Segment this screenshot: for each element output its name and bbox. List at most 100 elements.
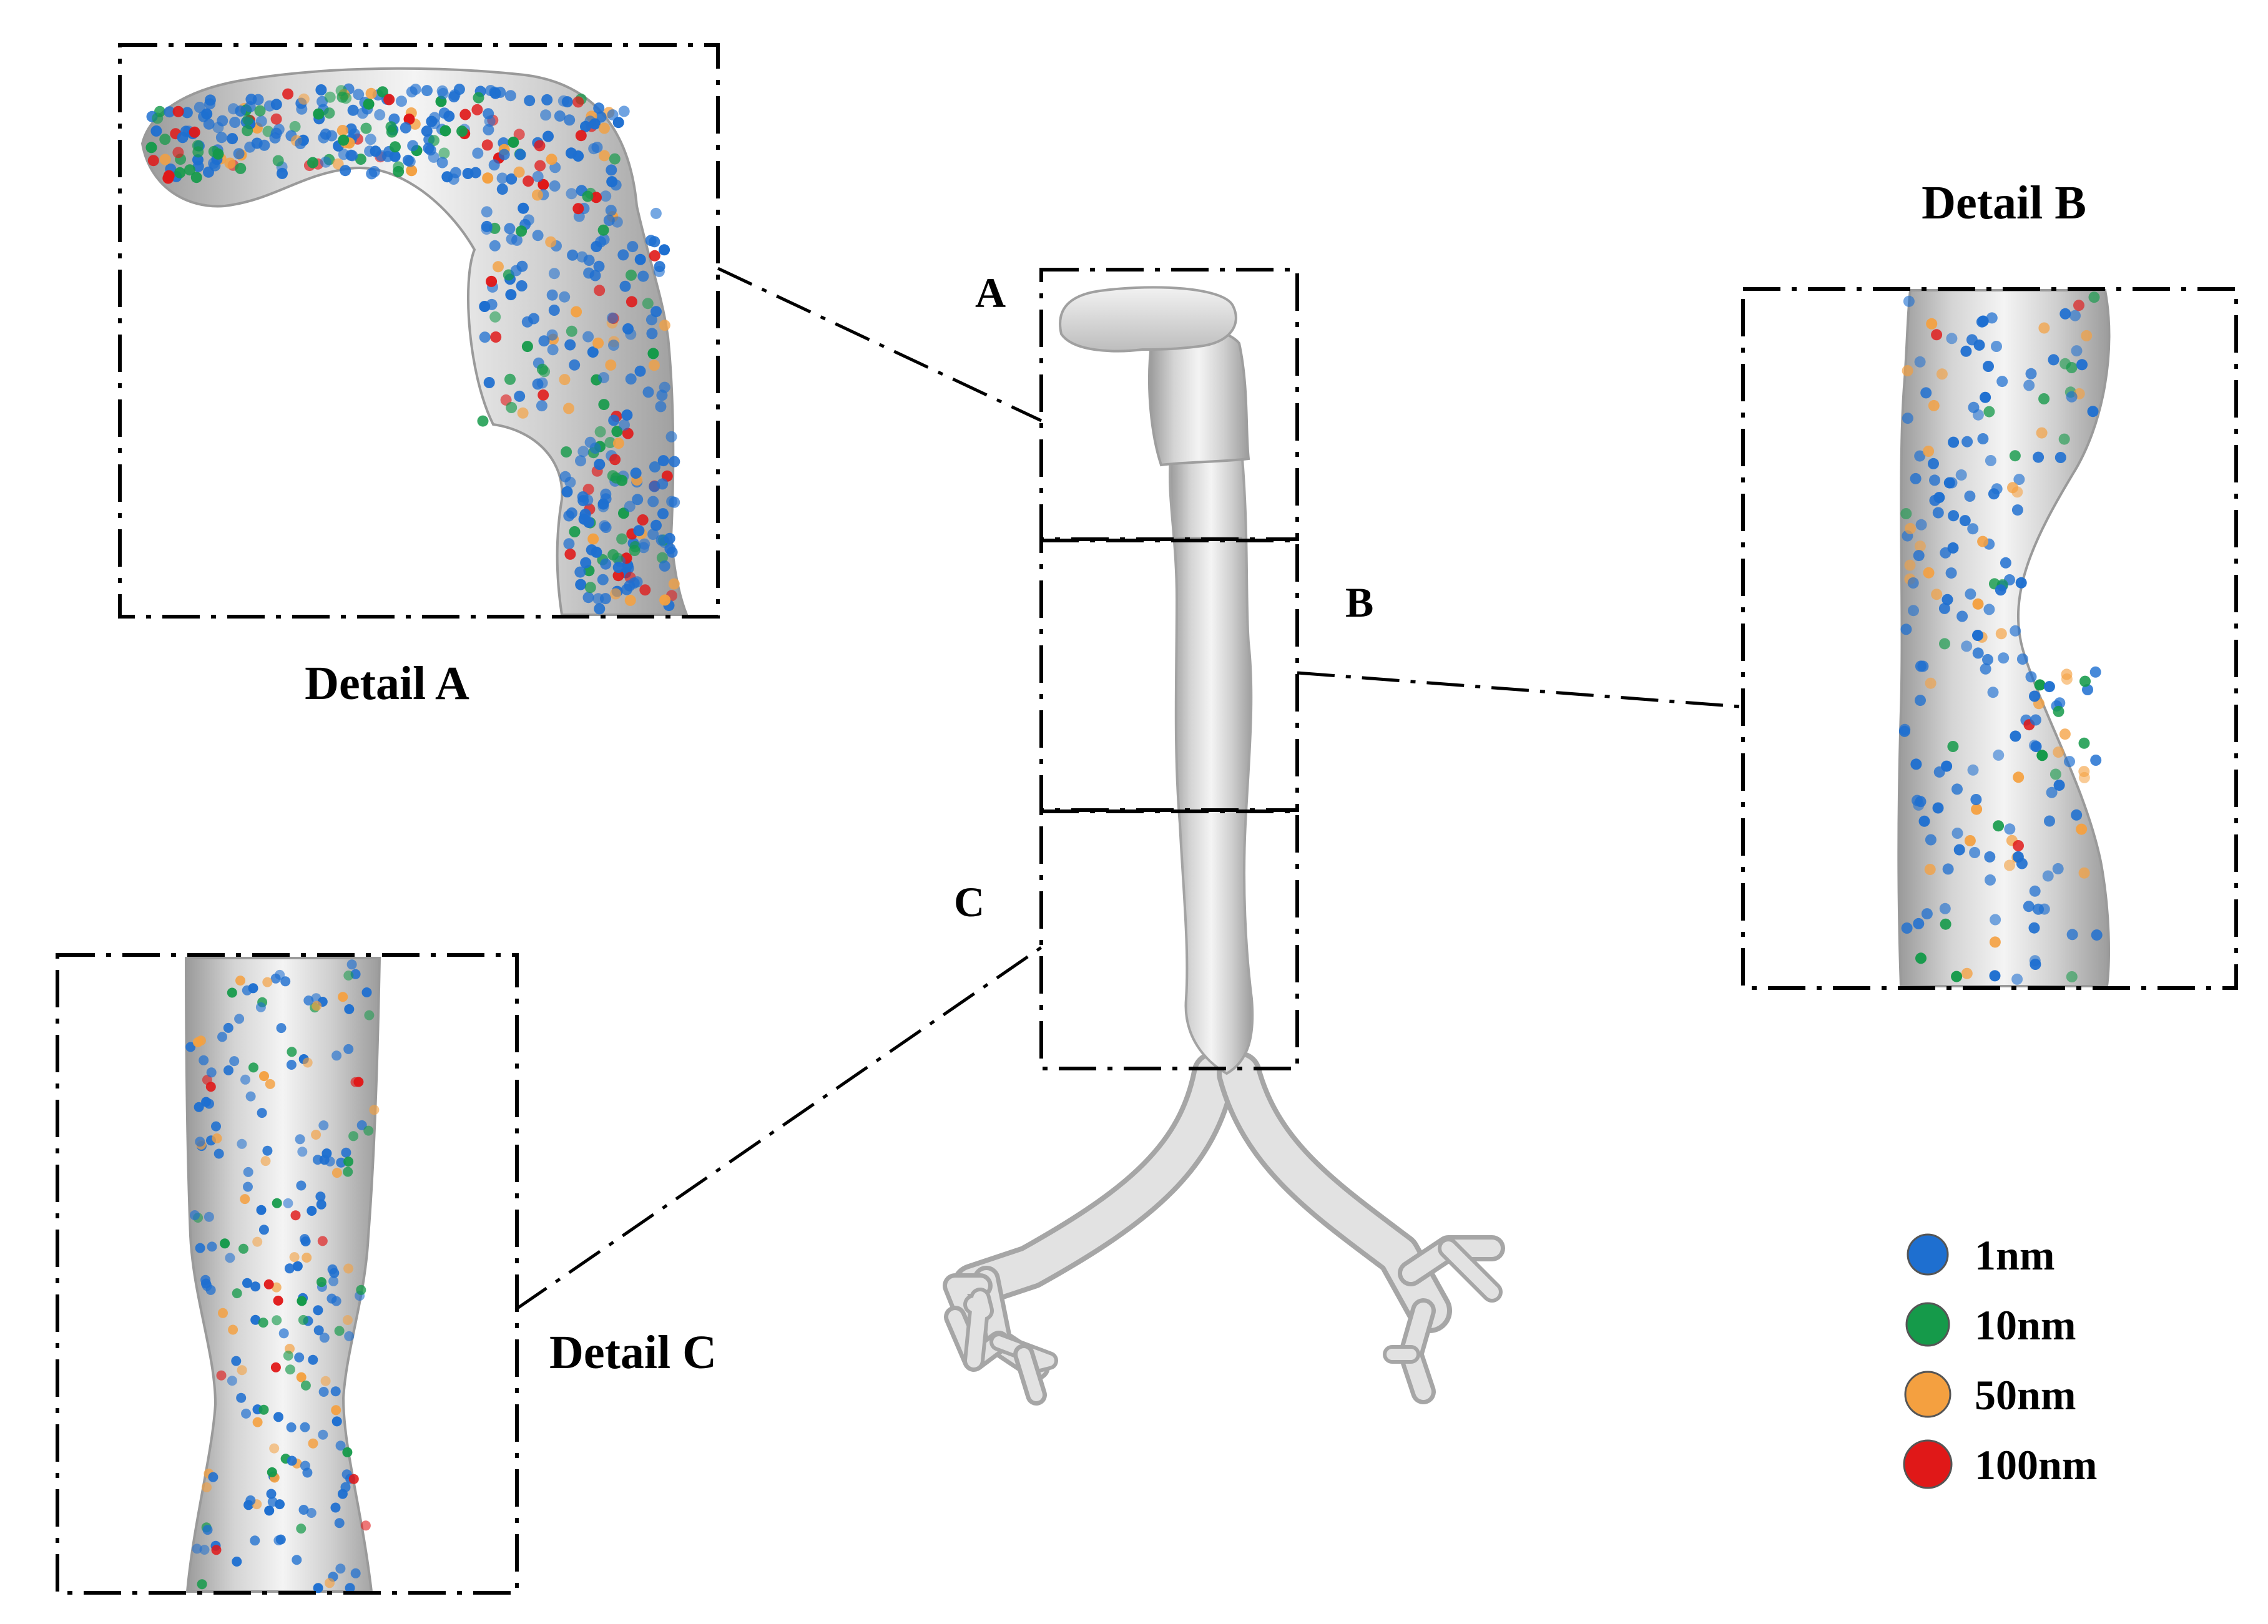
airway-model bbox=[943, 286, 1505, 1406]
particle-dot bbox=[212, 1133, 222, 1143]
particle-dot bbox=[2078, 766, 2090, 778]
particle-dot bbox=[192, 140, 204, 152]
particle-dot bbox=[1931, 589, 1943, 600]
particle-dot bbox=[1948, 510, 1960, 522]
particle-dot bbox=[195, 1137, 205, 1147]
particle-dot bbox=[612, 552, 624, 564]
particle-dot bbox=[587, 533, 599, 545]
particle-dot bbox=[159, 154, 171, 165]
particle-dot bbox=[587, 346, 599, 358]
particle-dot bbox=[472, 147, 484, 159]
particle-dot bbox=[2059, 308, 2071, 320]
particle-dot bbox=[300, 1422, 310, 1432]
particle-dot bbox=[343, 1157, 354, 1167]
detail-a-particles bbox=[145, 83, 680, 615]
particle-dot bbox=[438, 107, 450, 119]
particle-dot bbox=[489, 311, 501, 323]
particle-dot bbox=[622, 428, 634, 439]
particle-dot bbox=[200, 1274, 211, 1285]
region-box-c bbox=[1039, 810, 1299, 1070]
particle-dot bbox=[343, 1044, 354, 1054]
particle-dot bbox=[514, 390, 526, 402]
particle-dot bbox=[1932, 507, 1944, 519]
particle-dot bbox=[538, 179, 549, 190]
particle-dot bbox=[1942, 863, 1954, 875]
particle-dot bbox=[498, 149, 510, 160]
particle-dot bbox=[242, 1278, 252, 1288]
particle-dot bbox=[266, 1489, 277, 1499]
particle-dot bbox=[582, 331, 594, 343]
particle-dot bbox=[307, 157, 318, 169]
particle-dot bbox=[2078, 737, 2090, 749]
particle-dot bbox=[216, 1370, 227, 1381]
particle-dot bbox=[410, 84, 421, 95]
particle-dot bbox=[290, 1210, 301, 1221]
particle-dot bbox=[1972, 598, 1984, 610]
particle-dot bbox=[1983, 406, 1995, 418]
particle-dot bbox=[496, 172, 508, 184]
particle-dot bbox=[481, 220, 493, 232]
particle-dot bbox=[617, 249, 629, 261]
particle-dot bbox=[2009, 450, 2021, 462]
particle-dot bbox=[311, 1130, 322, 1140]
particle-dot bbox=[630, 467, 642, 479]
particle-dot bbox=[231, 1356, 242, 1366]
particle-dot bbox=[1985, 455, 1996, 466]
particle-dot bbox=[223, 1065, 233, 1075]
particle-dot bbox=[336, 125, 348, 136]
particle-dot bbox=[311, 993, 322, 1004]
particle-dot bbox=[1942, 594, 1953, 605]
particle-dot bbox=[532, 378, 544, 390]
particle-dot bbox=[319, 1333, 330, 1343]
particle-dot bbox=[2076, 359, 2088, 371]
particle-dot bbox=[1956, 610, 1968, 622]
particle-dot bbox=[292, 1261, 303, 1271]
particle-dot bbox=[360, 1520, 371, 1531]
particle-dot bbox=[242, 125, 253, 137]
particle-dot bbox=[330, 1502, 341, 1513]
particle-dot bbox=[1996, 376, 2008, 388]
particle-dot bbox=[482, 172, 494, 184]
particle-dot bbox=[1900, 624, 1912, 635]
particle-dot bbox=[407, 140, 419, 152]
particle-dot bbox=[343, 1167, 353, 1177]
particle-dot bbox=[657, 508, 669, 520]
particle-dot bbox=[296, 103, 308, 115]
leader-line-c bbox=[514, 946, 1043, 1311]
particle-dot bbox=[567, 249, 579, 261]
particle-dot bbox=[265, 1079, 275, 1089]
particle-dot bbox=[342, 1447, 353, 1457]
particle-dot bbox=[2036, 750, 2048, 761]
particle-dot bbox=[331, 1405, 341, 1416]
particle-dot bbox=[2016, 858, 2028, 869]
particle-dot bbox=[559, 291, 571, 303]
particle-dot bbox=[653, 265, 665, 277]
particle-dot bbox=[237, 1365, 247, 1376]
particle-dot bbox=[584, 582, 596, 594]
particle-dot bbox=[356, 107, 368, 119]
particle-dot bbox=[2033, 451, 2045, 463]
particle-dot bbox=[609, 153, 621, 165]
particle-dot bbox=[428, 151, 439, 163]
particle-dot bbox=[325, 1578, 335, 1588]
particle-dot bbox=[267, 1467, 277, 1477]
particle-dot bbox=[598, 372, 609, 384]
particle-dot bbox=[2023, 379, 2035, 391]
particle-dot bbox=[273, 1412, 283, 1422]
particle-dot bbox=[2058, 433, 2070, 445]
particle-dot bbox=[456, 125, 468, 137]
particle-dot bbox=[317, 1277, 326, 1288]
particle-dot bbox=[421, 85, 433, 97]
particle-dot bbox=[270, 99, 282, 110]
particle-dot bbox=[320, 1376, 331, 1386]
particle-dot bbox=[227, 1376, 237, 1386]
particle-dot bbox=[532, 230, 544, 242]
particle-dot bbox=[338, 134, 350, 146]
legend-swatch bbox=[1903, 1439, 1953, 1489]
particle-dot bbox=[2007, 482, 2018, 494]
particle-dot bbox=[657, 455, 669, 467]
particle-dot bbox=[523, 175, 534, 187]
particle-dot bbox=[559, 374, 571, 386]
particle-dot bbox=[294, 1352, 305, 1362]
